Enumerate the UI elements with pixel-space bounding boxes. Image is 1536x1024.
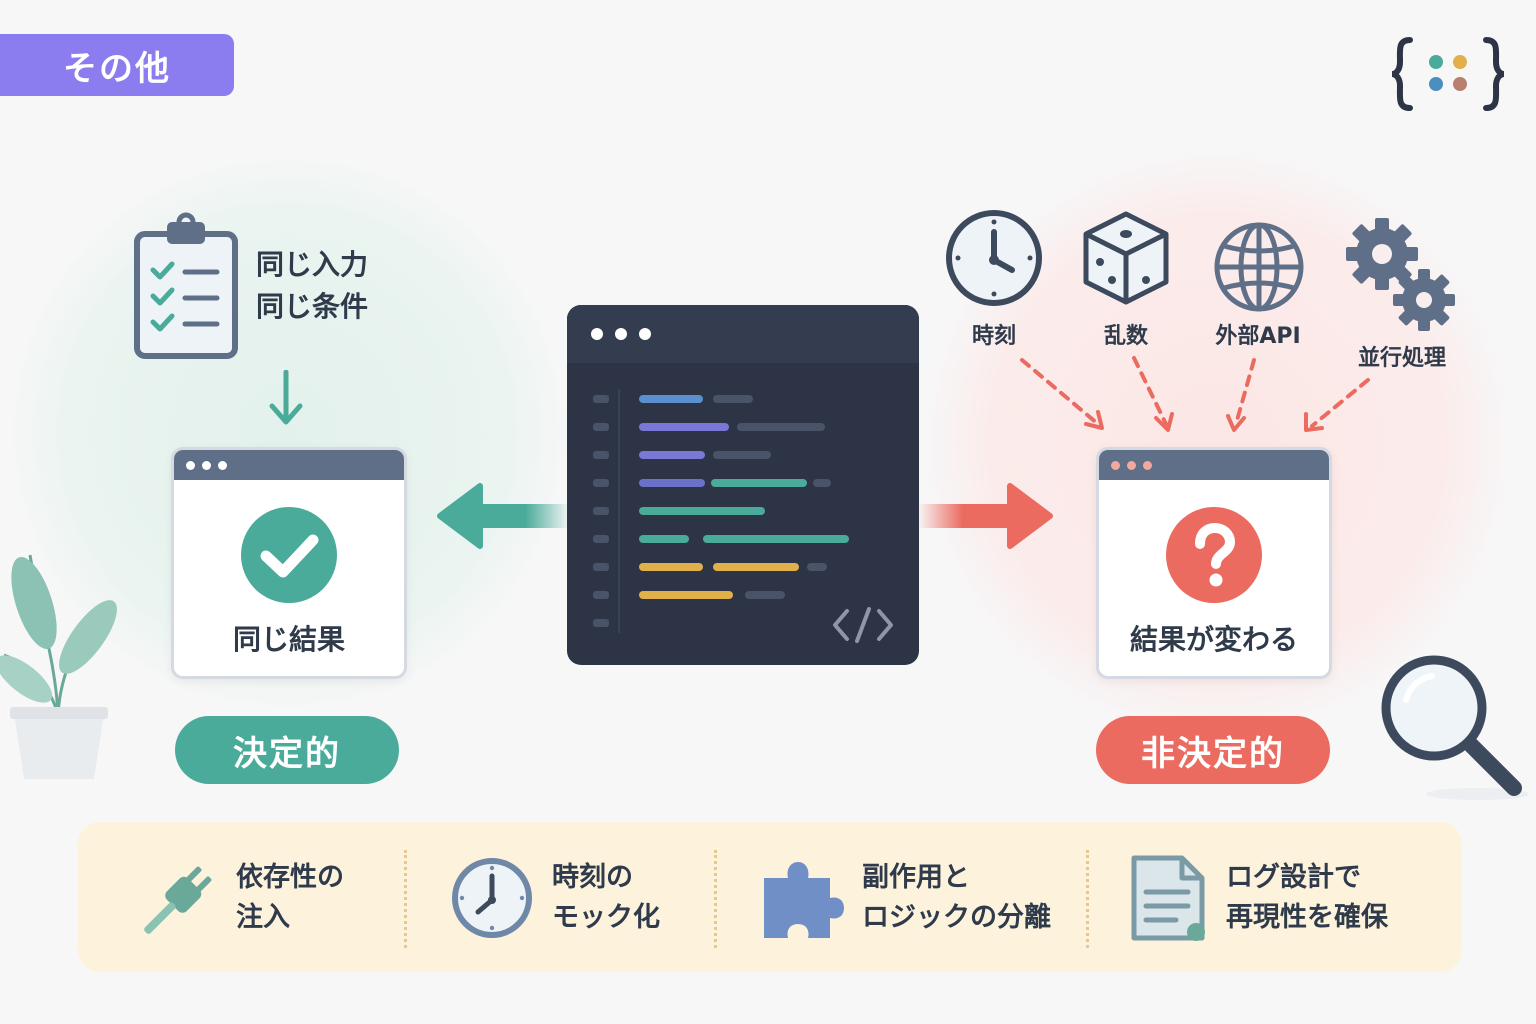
question-circle-icon (1166, 507, 1262, 603)
braces-logo-icon (1391, 37, 1505, 111)
condition-line: 同じ入力 (256, 248, 369, 281)
tip-separator (404, 850, 407, 948)
tip-text-time-mock: 時刻の モック化 (552, 862, 660, 933)
condition-text: 同じ入力 同じ条件 (256, 244, 368, 328)
right-arrow-icon (918, 483, 1053, 549)
code-lines (593, 389, 849, 633)
dice-icon (1083, 211, 1169, 305)
dashed-arrows (1020, 356, 1370, 432)
tip-separator (714, 850, 717, 948)
tip-text-dependency-injection: 依存性の 注入 (236, 862, 344, 933)
condition-line: 同じ条件 (256, 290, 369, 323)
clipboard-checklist-icon (134, 212, 238, 359)
window-titlebar (1099, 450, 1329, 480)
tip-text-side-effects: 副作用と ロジックの分離 (862, 862, 1051, 933)
magnifier-icon (1381, 655, 1528, 800)
result-label: 結果が変わる (1129, 623, 1298, 656)
code-tag-icon (833, 607, 893, 643)
result-label: 同じ結果 (232, 623, 345, 656)
document-icon (1131, 855, 1205, 941)
check-circle-icon (241, 507, 337, 603)
plant-icon (0, 554, 117, 779)
tip-text-log-design: ログ設計で 再現性を確保 (1226, 862, 1388, 933)
clock-icon (452, 858, 532, 938)
nondeterministic-pill: 非決定的 (1096, 716, 1330, 784)
plug-icon (144, 866, 212, 934)
editor-titlebar (567, 305, 919, 363)
left-arrow-icon (437, 483, 570, 549)
nondeterministic-result-window: 結果が変わる (1096, 447, 1332, 679)
factor-label-external-api: 外部API (1215, 324, 1301, 349)
tip-separator (1086, 850, 1089, 948)
globe-icon (1214, 222, 1304, 312)
clock-icon (946, 210, 1042, 306)
code-editor-window (567, 305, 919, 665)
deterministic-result-window: 同じ結果 (171, 447, 407, 679)
deterministic-pill: 決定的 (175, 716, 399, 784)
gears-icon (1346, 218, 1455, 331)
factor-label-random: 乱数 (1103, 324, 1148, 349)
down-arrow-icon (269, 370, 303, 425)
factor-label-concurrency: 並行処理 (1357, 346, 1446, 371)
category-tag: その他 (0, 34, 234, 96)
window-titlebar (174, 450, 404, 480)
factor-label-time: 時刻 (971, 324, 1016, 349)
puzzle-icon (764, 862, 844, 938)
